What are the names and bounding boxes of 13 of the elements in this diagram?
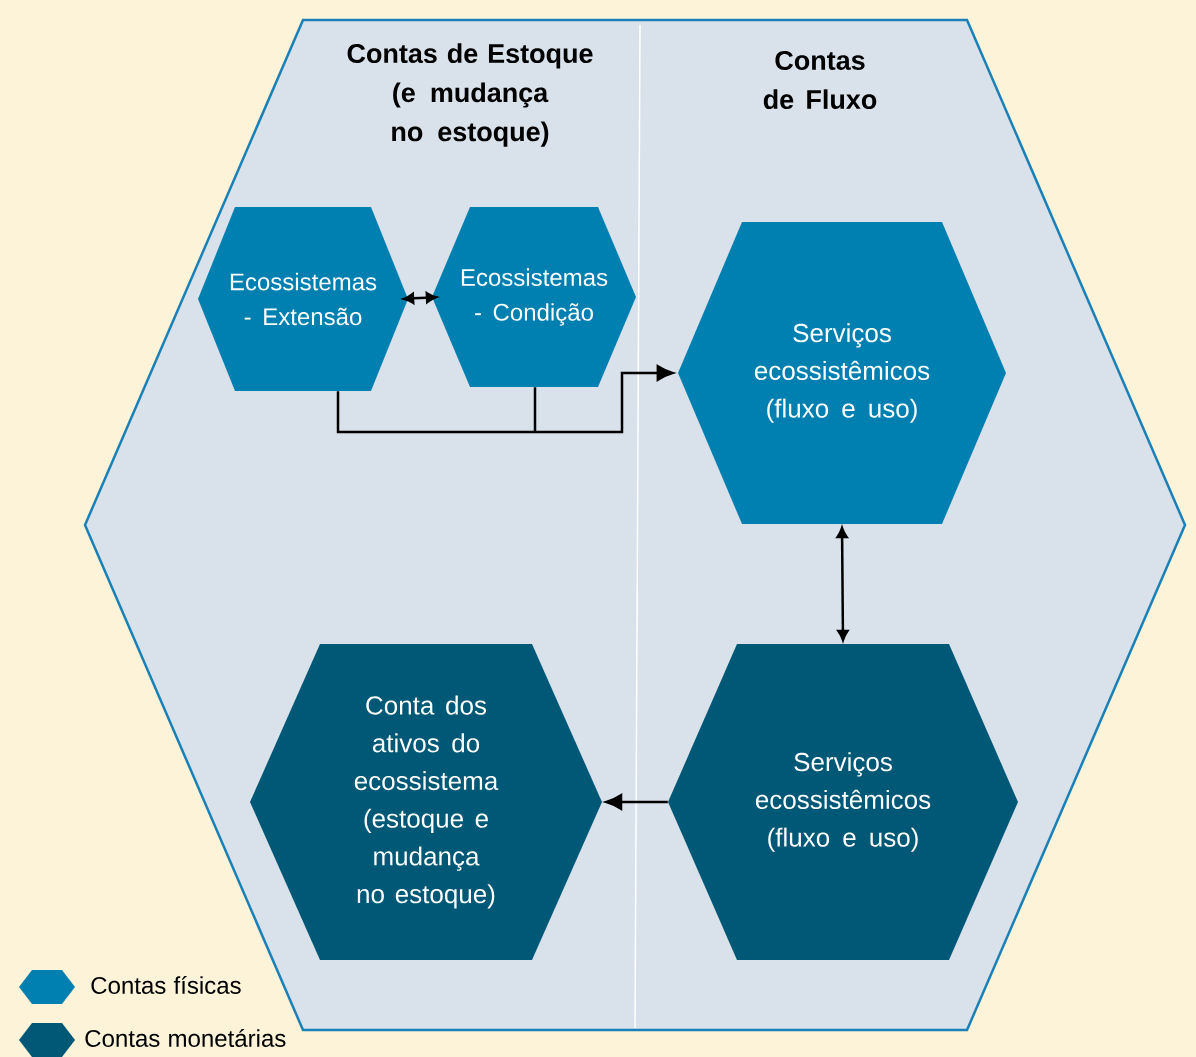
account-hexagon: Serviços ecossistêmicos (fluxo e uso) bbox=[678, 222, 1006, 524]
legend-label: Contas monetárias bbox=[85, 1029, 286, 1047]
account-hexagon: Serviços ecossistêmicos (fluxo e uso) bbox=[668, 644, 1018, 960]
account-hexagon: Ecossistemas - Condição bbox=[432, 207, 636, 387]
legend-label: Contas físicas bbox=[91, 976, 241, 994]
column-heading: Contas de Fluxo bbox=[763, 50, 877, 110]
arrow bbox=[535, 365, 674, 434]
column-heading: Contas de Estoque (e mudança no estoque) bbox=[347, 43, 593, 147]
arrow bbox=[402, 291, 438, 305]
account-hexagon: Conta dos ativos do ecossistema (estoque e mudança no estoque) bbox=[250, 644, 602, 960]
account-hexagon: Ecossistemas - Extensão bbox=[198, 207, 408, 391]
arrow bbox=[605, 794, 668, 810]
arrow bbox=[836, 526, 849, 642]
